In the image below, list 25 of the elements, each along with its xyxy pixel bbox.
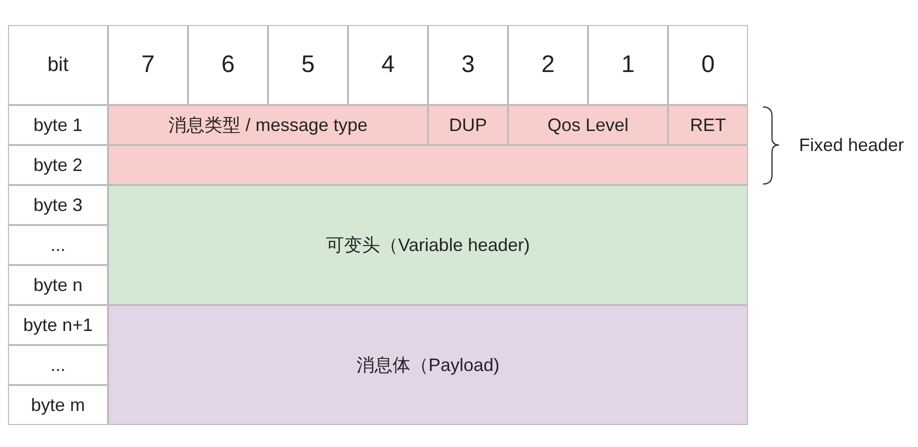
field-cell: 消息类型 / message type <box>108 105 428 145</box>
field-cell: RET <box>668 105 748 145</box>
bit-number: 4 <box>381 50 395 80</box>
byte-label: ... <box>50 354 66 377</box>
bit-number: 1 <box>621 50 635 80</box>
byte-label: byte 3 <box>33 194 83 217</box>
byte-label: byte 1 <box>33 114 83 137</box>
bit-number: 6 <box>221 50 235 80</box>
field-cell: DUP <box>428 105 508 145</box>
bit-number: bit <box>47 53 69 78</box>
field-cell: Qos Level <box>508 105 668 145</box>
bit-number: 0 <box>701 50 715 80</box>
byte-label: ... <box>50 234 66 257</box>
byte-label: byte m <box>30 394 86 417</box>
brace-label: Fixed header <box>798 134 904 157</box>
bit-number: 7 <box>141 50 155 80</box>
section-block: 可变头（Variable header) <box>108 185 748 305</box>
bit-number: 5 <box>301 50 315 80</box>
byte-label: byte n+1 <box>23 314 93 337</box>
bit-number: 2 <box>541 50 555 80</box>
byte-label: byte n <box>33 274 83 297</box>
byte-label: byte 2 <box>33 154 83 177</box>
bit-number: 3 <box>461 50 475 80</box>
section-block: 消息体（Payload) <box>108 305 748 425</box>
empty-bar <box>108 145 748 185</box>
